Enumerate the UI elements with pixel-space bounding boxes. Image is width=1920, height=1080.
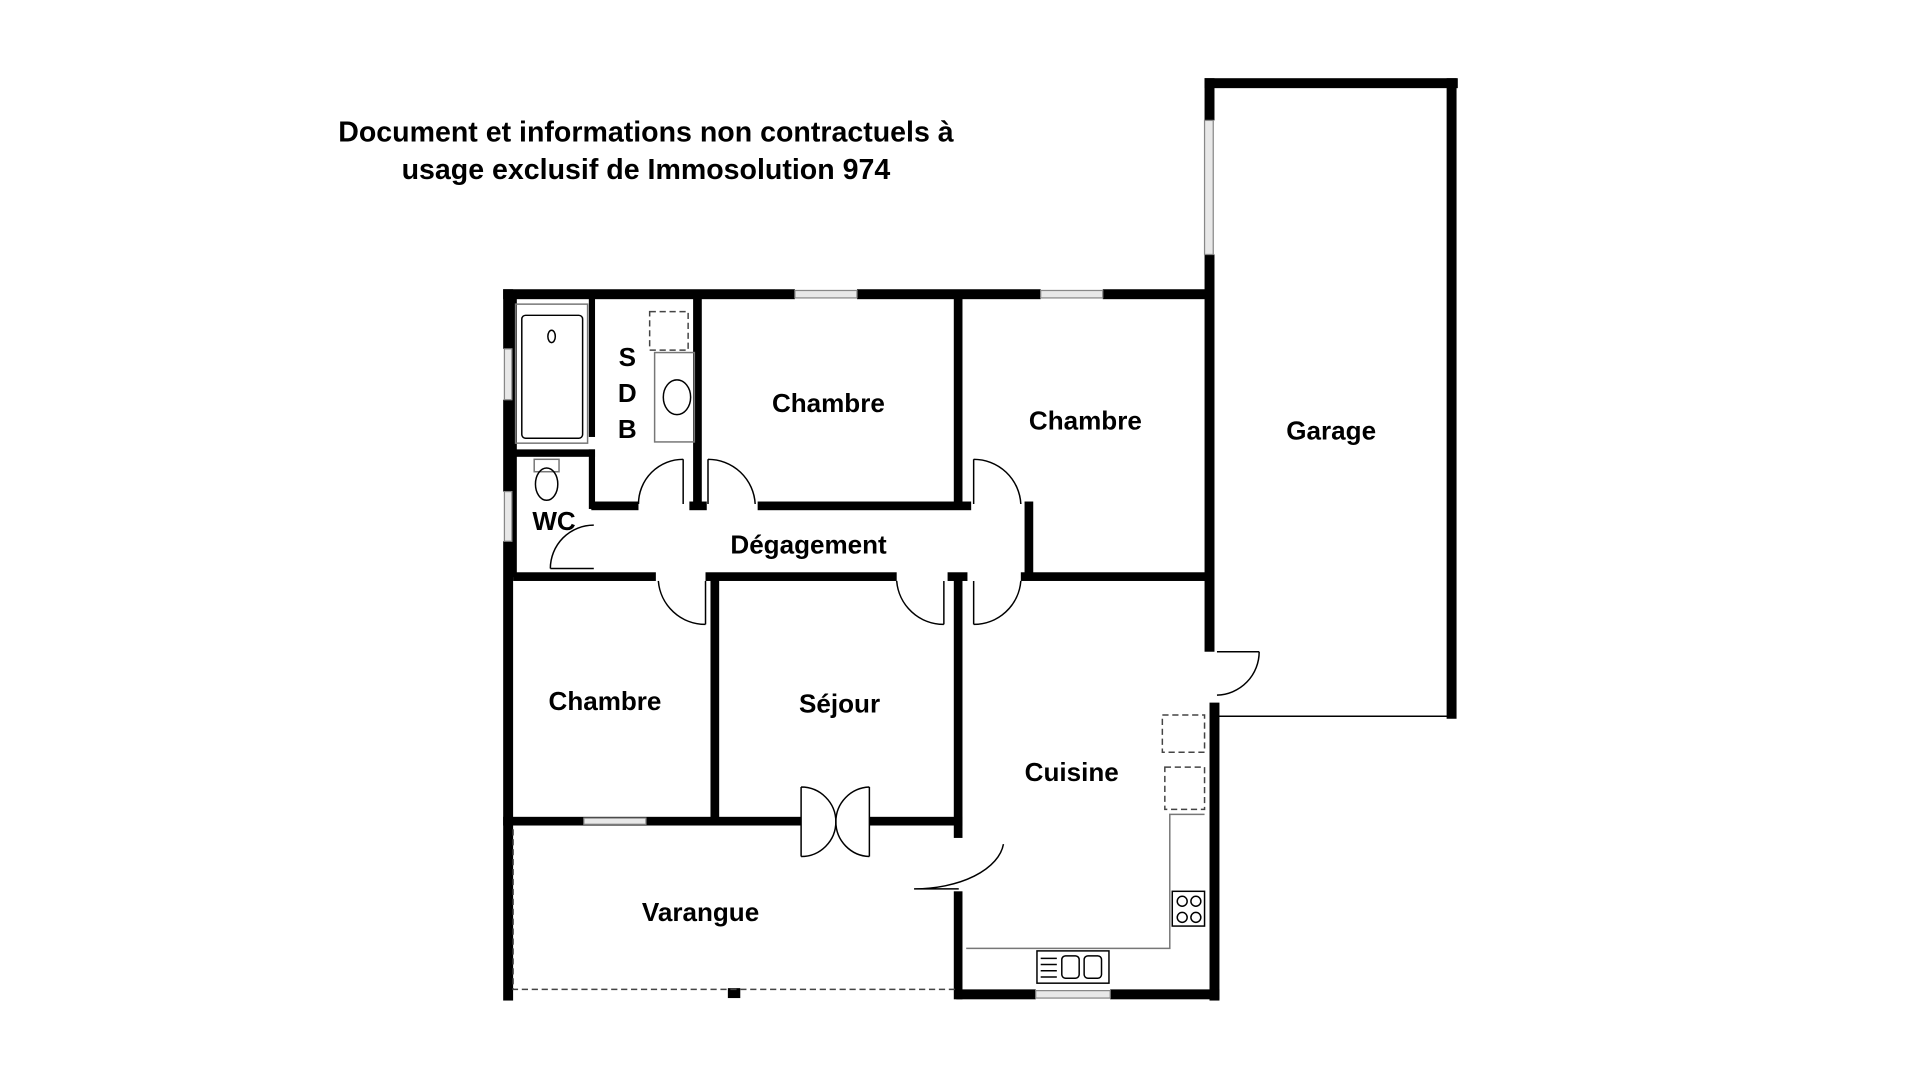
room-label-varangue: Varangue [642,897,759,927]
toilet-icon [533,458,560,473]
bathtub-icon [514,303,589,444]
disclaimer-line-1: Document et informations non contractuel… [338,117,954,149]
room-label-sdb-s: S [619,342,636,372]
room-label-degagement: Dégagement [730,530,887,560]
room-label-garage: Garage [1286,415,1376,445]
room-label-sdb-b: B [618,414,637,444]
fixtures [512,303,1206,991]
disclaimer-line-2: usage exclusif de Immosolution 974 [402,154,891,186]
room-labels: S D B Chambre Chambre Garage WC Dégageme… [532,342,1376,927]
room-label-chambre-1: Chambre [772,388,885,418]
windows [503,119,1214,999]
walls [503,78,1458,1001]
cooktop-icon [1171,890,1206,927]
sink-icon [653,351,696,443]
kitchen-sink-icon [1036,950,1110,984]
room-label-chambre-2: Chambre [1029,406,1142,436]
room-label-sejour: Séjour [799,689,880,719]
room-label-cuisine: Cuisine [1025,757,1119,787]
room-label-sdb-d: D [618,378,637,408]
room-label-wc: WC [532,506,576,536]
room-label-chambre-3: Chambre [549,686,662,716]
doors [549,458,1260,890]
